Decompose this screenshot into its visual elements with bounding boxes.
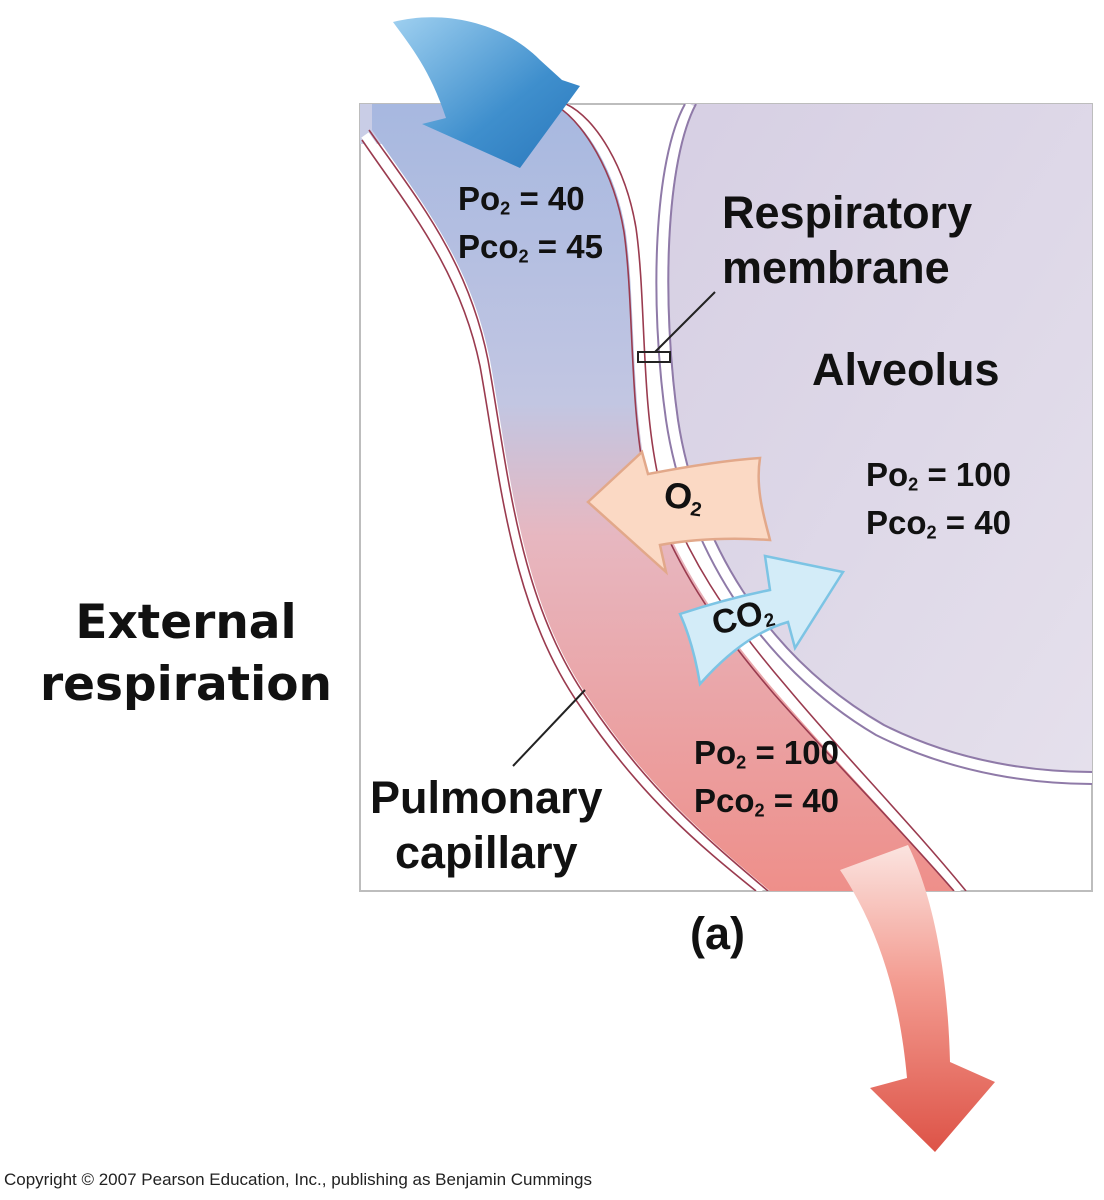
capillary-line2: capillary xyxy=(394,827,578,878)
o2-diffusion-arrow xyxy=(586,449,772,576)
alveolus-label: Alveolus xyxy=(812,344,1000,395)
membrane-line2: membrane xyxy=(722,242,950,293)
outgoing-blood-arrow xyxy=(840,845,995,1152)
membrane-line1: Respiratory xyxy=(722,187,973,238)
panel-label: (a) xyxy=(690,908,745,959)
co2-diffusion-arrow xyxy=(678,554,846,687)
capillary-pointer-line xyxy=(512,689,586,767)
outgoing-blood-values: Po2 = 100 Pco2 = 40 xyxy=(694,734,839,829)
membrane-pointer-line xyxy=(654,291,716,353)
pulmonary-capillary-shape xyxy=(372,104,960,891)
o2-arrow-label: O2 xyxy=(661,473,703,522)
capillary-line1: Pulmonary xyxy=(370,772,603,823)
outgoing-pco2: Pco2 = 40 xyxy=(694,781,839,821)
incoming-po2: Po2 = 40 xyxy=(458,180,585,219)
pulmonary-capillary-label: Pulmonary capillary xyxy=(370,770,603,880)
membrane-bracket xyxy=(637,351,671,363)
external-respiration-title: External respiration xyxy=(16,592,356,716)
outgoing-po2: Po2 = 100 xyxy=(694,734,839,773)
title-line1: External xyxy=(75,595,297,650)
copyright-notice: Copyright © 2007 Pearson Education, Inc.… xyxy=(4,1170,593,1189)
incoming-pco2: Pco2 = 45 xyxy=(458,227,603,267)
alveolus-gas-values: Po2 = 100 Pco2 = 40 xyxy=(866,456,1011,551)
alveolus-po2: Po2 = 100 xyxy=(866,456,1011,495)
incoming-blood-arrow xyxy=(393,17,580,168)
respiratory-membrane-label: Respiratory membrane xyxy=(722,185,972,295)
title-line2: respiration xyxy=(39,657,332,712)
incoming-blood-values: Po2 = 40 Pco2 = 45 xyxy=(458,180,603,275)
alveolus-pco2: Pco2 = 40 xyxy=(866,503,1011,543)
